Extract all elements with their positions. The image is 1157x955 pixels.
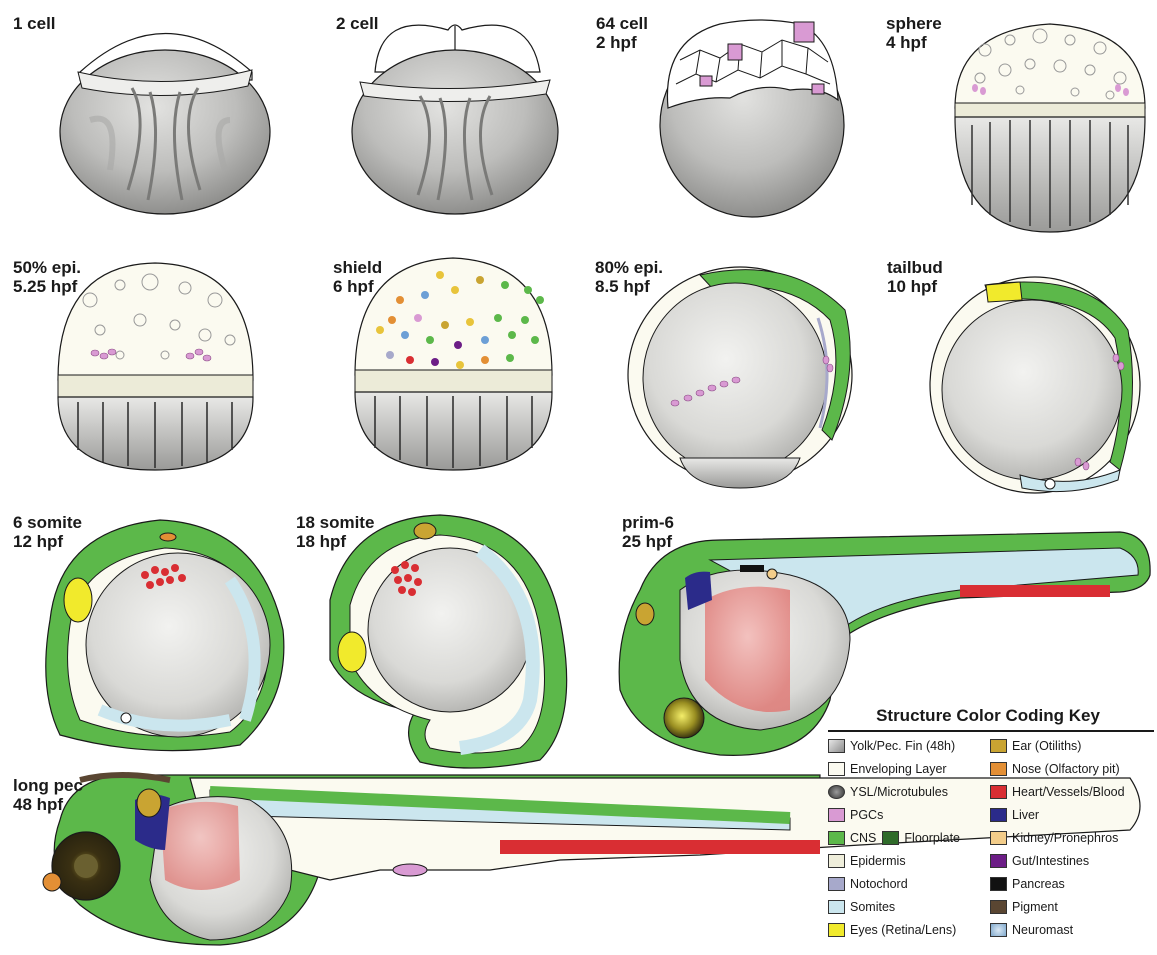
pgc-swatch bbox=[828, 808, 845, 822]
epidermis-swatch bbox=[828, 854, 845, 868]
key-item-liver: Liver bbox=[990, 806, 1039, 824]
gut-swatch bbox=[990, 854, 1007, 868]
two-cell-embryo bbox=[352, 25, 558, 214]
key-item-pigment: Pigment bbox=[990, 898, 1058, 916]
color-key-divider bbox=[828, 730, 1154, 732]
key-label: CNS bbox=[850, 831, 876, 845]
key-label: PGCs bbox=[850, 808, 883, 822]
somite-swatch bbox=[828, 900, 845, 914]
key-item-gut: Gut/Intestines bbox=[990, 852, 1089, 870]
notochord-swatch bbox=[828, 877, 845, 891]
key-label: Notochord bbox=[850, 877, 908, 891]
key-item-ear: Ear (Otiliths) bbox=[990, 737, 1081, 755]
key-label: Somites bbox=[850, 900, 895, 914]
key-item-pancreas: Pancreas bbox=[990, 875, 1065, 893]
key-label: Gut/Intestines bbox=[1012, 854, 1089, 868]
key-item-neuromast: Neuromast bbox=[990, 921, 1073, 939]
key-item-enveloping-layer: Enveloping Layer bbox=[828, 760, 947, 778]
six-somite-embryo bbox=[46, 520, 284, 751]
key-label: YSL/Microtubules bbox=[850, 785, 948, 799]
one-cell-embryo bbox=[60, 34, 270, 215]
stage-label-one-cell: 1 cell bbox=[13, 14, 56, 33]
key-item-yolk: Yolk/Pec. Fin (48h) bbox=[828, 737, 955, 755]
heart-swatch bbox=[990, 785, 1007, 799]
key-item-pgcs: PGCs bbox=[828, 806, 883, 824]
stage-label-fifty-epiboly: 50% epi.5.25 hpf bbox=[13, 258, 81, 296]
kidney-swatch bbox=[990, 831, 1007, 845]
key-item-nose: Nose (Olfactory pit) bbox=[990, 760, 1120, 778]
ear-swatch bbox=[990, 739, 1007, 753]
floorplate-swatch bbox=[882, 831, 899, 845]
key-item-ysl: YSL/Microtubules bbox=[828, 783, 948, 801]
stage-label-two-cell: 2 cell bbox=[336, 14, 379, 33]
shield-embryo bbox=[355, 258, 552, 470]
key-label: Epidermis bbox=[850, 854, 906, 868]
pancreas-swatch bbox=[990, 877, 1007, 891]
color-key-title: Structure Color Coding Key bbox=[822, 706, 1154, 726]
tailbud-embryo bbox=[930, 277, 1140, 493]
key-label: Yolk/Pec. Fin (48h) bbox=[850, 739, 955, 753]
key-item-eyes: Eyes (Retina/Lens) bbox=[828, 921, 956, 939]
key-label: Eyes (Retina/Lens) bbox=[850, 923, 956, 937]
key-label: Nose (Olfactory pit) bbox=[1012, 762, 1120, 776]
key-label: Enveloping Layer bbox=[850, 762, 947, 776]
key-label: Pancreas bbox=[1012, 877, 1065, 891]
cns-swatch bbox=[828, 831, 845, 845]
color-key: Structure Color Coding Key Yolk/Pec. Fin… bbox=[822, 706, 1154, 952]
sphere-embryo bbox=[955, 24, 1145, 232]
key-item-heart: Heart/Vessels/Blood bbox=[990, 783, 1125, 801]
enveloping-swatch bbox=[828, 762, 845, 776]
key-label: Neuromast bbox=[1012, 923, 1073, 937]
stage-label-eighty-epiboly: 80% epi.8.5 hpf bbox=[595, 258, 663, 296]
key-label: Ear (Otiliths) bbox=[1012, 739, 1081, 753]
key-item-notochord: Notochord bbox=[828, 875, 908, 893]
key-label: Kidney/Pronephros bbox=[1012, 831, 1118, 845]
nose-swatch bbox=[990, 762, 1007, 776]
key-item-epidermis: Epidermis bbox=[828, 852, 906, 870]
key-item-somites: Somites bbox=[828, 898, 895, 916]
key-label: Heart/Vessels/Blood bbox=[1012, 785, 1125, 799]
key-label: Floorplate bbox=[904, 831, 960, 845]
microtubule-swatch bbox=[828, 785, 845, 799]
yolk-swatch bbox=[828, 739, 845, 753]
eye-swatch bbox=[828, 923, 845, 937]
fifty-epiboly-embryo bbox=[58, 263, 253, 470]
key-item-cns: CNS Floorplate bbox=[828, 829, 960, 847]
liver-swatch bbox=[990, 808, 1007, 822]
key-label: Liver bbox=[1012, 808, 1039, 822]
neuromast-swatch bbox=[990, 923, 1007, 937]
key-item-kidney: Kidney/Pronephros bbox=[990, 829, 1118, 847]
eighteen-somite-embryo bbox=[330, 515, 567, 768]
key-label: Pigment bbox=[1012, 900, 1058, 914]
sixtyfour-cell-embryo bbox=[660, 20, 844, 217]
pigment-swatch bbox=[990, 900, 1007, 914]
eighty-epiboly-embryo bbox=[628, 267, 852, 488]
